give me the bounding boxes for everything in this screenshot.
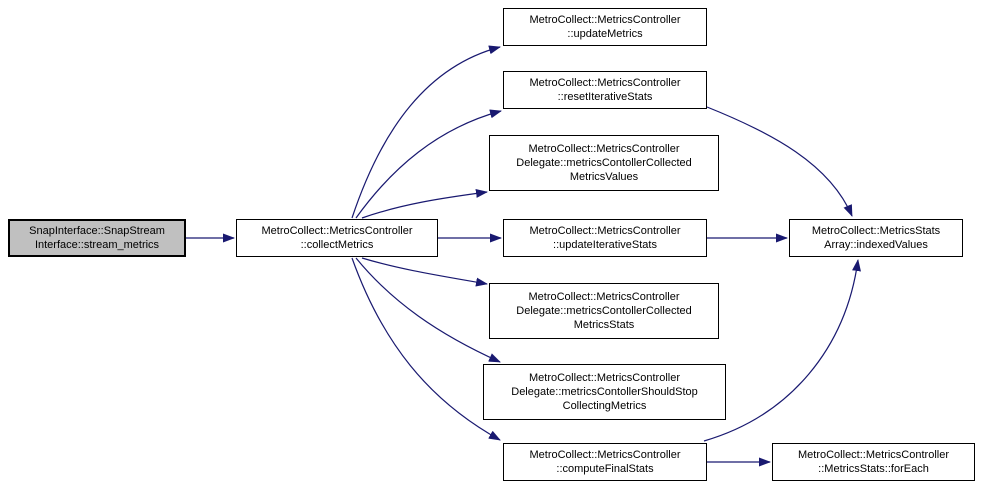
edge-collect-metrics-to-compute-final-stats xyxy=(351,257,501,441)
node-indexed-values[interactable]: MetroCollect::MetricsStats Array::indexe… xyxy=(789,219,963,257)
node-collected-metrics-values[interactable]: MetroCollect::MetricsController Delegate… xyxy=(489,135,719,191)
node-label: ::collectMetrics xyxy=(300,239,374,251)
node-label: SnapInterface::SnapStream xyxy=(29,225,165,237)
node-label: MetroCollect::MetricsController xyxy=(528,291,680,303)
node-label: MetroCollect::MetricsController xyxy=(529,225,681,237)
node-label: MetroCollect::MetricsController xyxy=(529,449,681,461)
node-label: ::resetIterativeStats xyxy=(557,91,653,103)
edge-collect-metrics-to-collected-metrics-stats xyxy=(361,257,488,287)
node-collect-metrics[interactable]: MetroCollect::MetricsController ::collec… xyxy=(236,219,438,257)
node-update-metrics[interactable]: MetroCollect::MetricsController ::update… xyxy=(503,8,707,46)
node-label: ::computeFinalStats xyxy=(556,463,654,475)
node-collected-metrics-stats[interactable]: MetroCollect::MetricsController Delegate… xyxy=(489,283,719,339)
node-label: MetroCollect::MetricsController xyxy=(529,372,680,384)
node-label: MetroCollect::MetricsController xyxy=(261,225,413,237)
edge-collect-metrics-to-should-stop-collecting xyxy=(355,257,501,363)
node-label: ::updateMetrics xyxy=(567,28,643,40)
node-for-each[interactable]: MetroCollect::MetricsController ::Metric… xyxy=(772,443,975,481)
node-label: Delegate::metricsContollerShouldStop xyxy=(511,386,698,398)
node-should-stop-collecting[interactable]: MetroCollect::MetricsController Delegate… xyxy=(483,364,726,420)
edge-collect-metrics-to-reset-iterative-stats xyxy=(355,109,502,219)
node-label: Array::indexedValues xyxy=(824,239,928,251)
node-label: MetroCollect::MetricsController xyxy=(528,143,680,155)
node-label: MetricsStats xyxy=(573,319,635,331)
node-label: MetroCollect::MetricsController xyxy=(529,77,681,89)
node-label: Delegate::metricsContollerCollected xyxy=(516,157,692,169)
node-label: ::MetricsStats::forEach xyxy=(818,463,929,475)
edge-collect-metrics-to-update-metrics xyxy=(351,45,501,219)
node-label: MetroCollect::MetricsController xyxy=(798,449,949,461)
edge-reset-iterative-stats-to-indexed-values xyxy=(706,106,853,217)
node-label: MetricsValues xyxy=(569,171,639,183)
node-label: CollectingMetrics xyxy=(562,400,647,412)
node-label: MetroCollect::MetricsStats xyxy=(811,225,941,237)
edge-compute-final-stats-to-indexed-values xyxy=(703,259,861,442)
node-label: ::updateIterativeStats xyxy=(553,239,657,251)
node-label: Interface::stream_metrics xyxy=(34,239,160,251)
node-compute-final-stats[interactable]: MetroCollect::MetricsController ::comput… xyxy=(503,443,707,481)
edge-collect-metrics-to-collected-metrics-values xyxy=(361,188,488,219)
node-update-iterative-stats[interactable]: MetroCollect::MetricsController ::update… xyxy=(503,219,707,257)
node-label: Delegate::metricsContollerCollected xyxy=(516,305,692,317)
node-stream-metrics: SnapInterface::SnapStream Interface::str… xyxy=(8,219,186,257)
node-label: MetroCollect::MetricsController xyxy=(529,14,681,26)
node-reset-iterative-stats[interactable]: MetroCollect::MetricsController ::resetI… xyxy=(503,71,707,109)
